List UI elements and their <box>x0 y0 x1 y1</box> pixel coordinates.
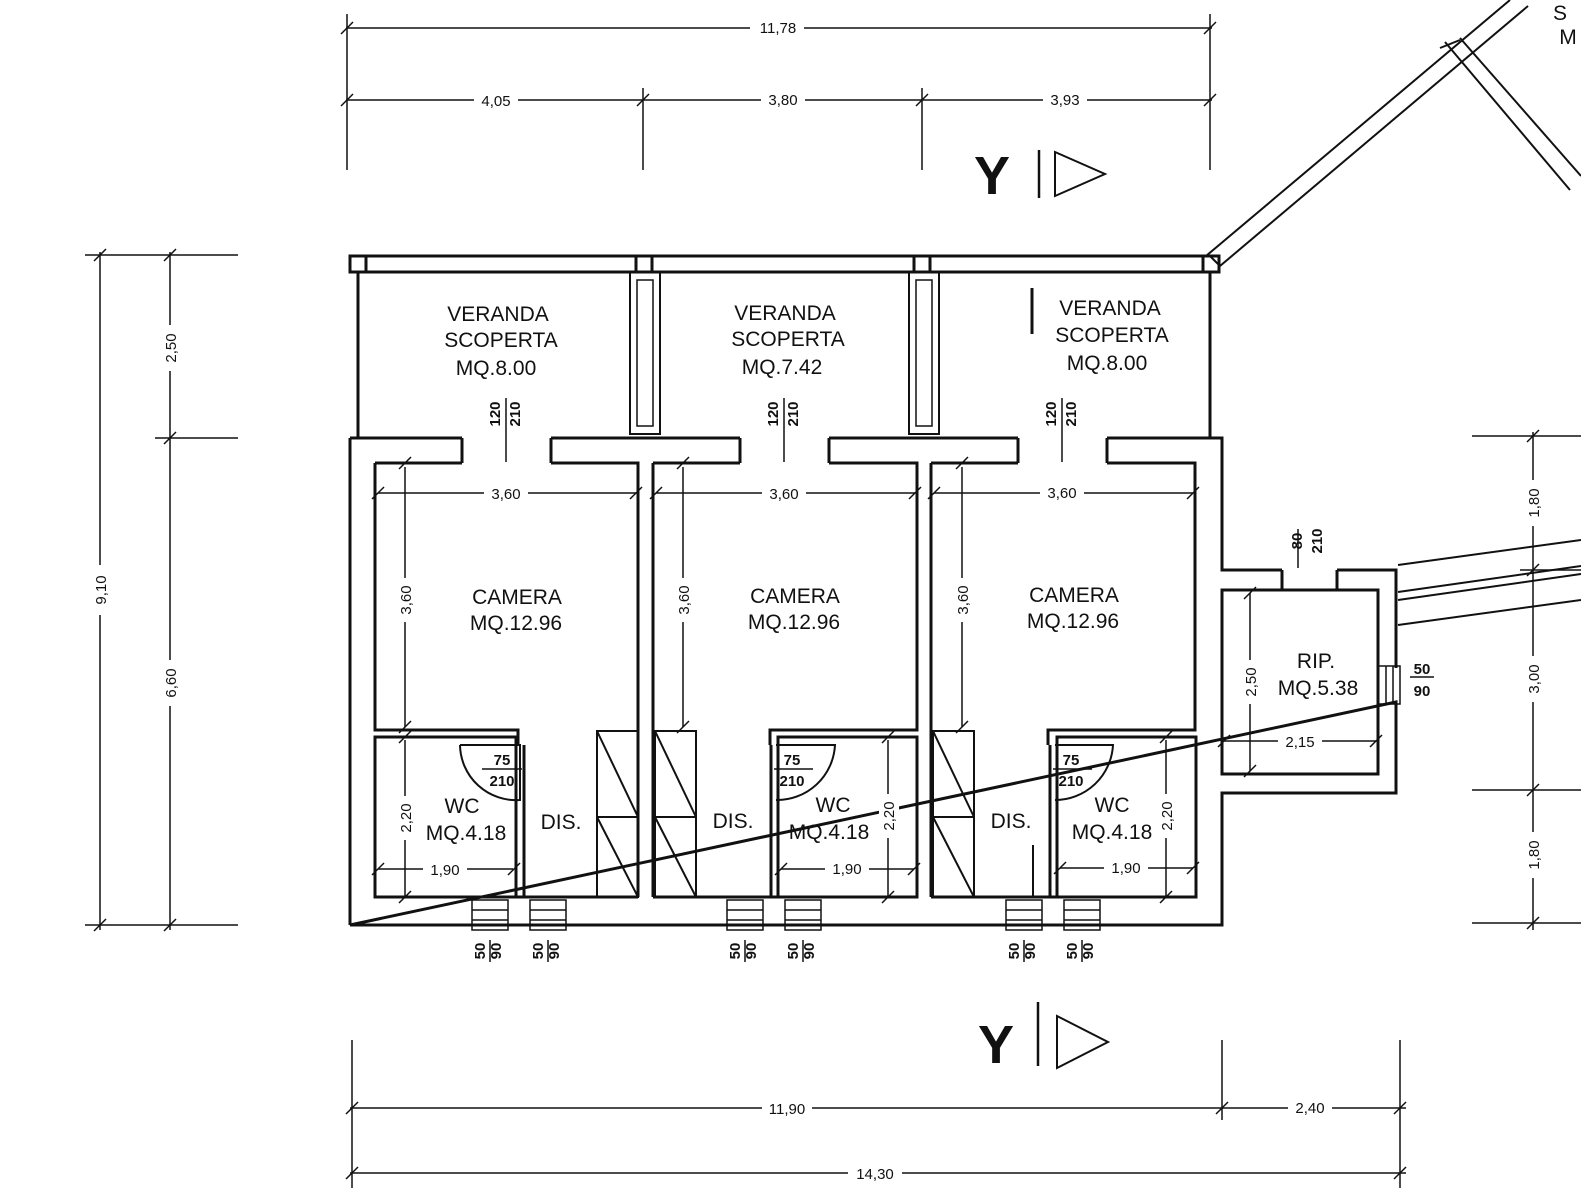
veranda1-name2: SCOPERTA <box>444 329 558 352</box>
dim-left-total: 9,10 <box>93 575 110 604</box>
window4-width: 50 <box>785 943 802 960</box>
dim-right-b: 3,00 <box>1526 664 1543 693</box>
camera1-area: MQ.12.96 <box>470 612 562 635</box>
dim-top-b: 3,80 <box>768 92 797 109</box>
window1-width: 50 <box>472 943 489 960</box>
dim-top-c: 3,93 <box>1050 92 1079 109</box>
door-swings <box>459 744 1115 802</box>
wc3-name: WC <box>1095 794 1130 817</box>
window6-width: 50 <box>1064 943 1081 960</box>
wc1-area: MQ.4.18 <box>426 822 507 845</box>
dim-bottom-ext: 2,40 <box>1295 1100 1324 1117</box>
dis3-name: DIS. <box>991 810 1032 833</box>
corner-text-1: S <box>1553 2 1567 25</box>
section-marker-top <box>1037 150 1108 198</box>
wc2-door-width: 75 <box>784 752 801 769</box>
wc1-door-width: 75 <box>494 752 511 769</box>
dim-camera3-height: 3,60 <box>955 585 972 614</box>
veranda-door1-height: 210 <box>507 401 524 426</box>
dim-rip-height: 2,50 <box>1243 667 1260 696</box>
veranda1-area: MQ.8.00 <box>456 357 537 380</box>
dim-camera3-width: 3,60 <box>1047 485 1076 502</box>
dim-right-a: 1,80 <box>1526 488 1543 517</box>
veranda1-name: VERANDA <box>447 303 549 326</box>
corner-text-2: M <box>1559 26 1577 49</box>
veranda-door2-width: 120 <box>765 401 782 426</box>
dim-wc1-height: 2,20 <box>398 803 415 832</box>
opening-labels: 120 210 120 210 120 210 80 210 50 90 75 … <box>472 401 1430 959</box>
room-labels: Y Y VERANDA SCOPERTA MQ.8.00 VERANDA SCO… <box>426 2 1577 1075</box>
veranda-door3-width: 120 <box>1043 401 1060 426</box>
annex-lines <box>1205 0 1581 626</box>
veranda-door2-height: 210 <box>785 401 802 426</box>
dim-camera1-height: 3,60 <box>398 585 415 614</box>
window2-height: 90 <box>546 943 563 960</box>
wc2-door-height: 210 <box>779 773 804 790</box>
dim-wc2-height: 2,20 <box>881 801 898 830</box>
dim-left-upper: 2,50 <box>163 333 180 362</box>
wc1-door-height: 210 <box>489 773 514 790</box>
rip-name: RIP. <box>1297 650 1335 673</box>
dim-wc3-width: 1,90 <box>1111 860 1140 877</box>
camera2-name: CAMERA <box>750 585 840 608</box>
rip-window-height: 90 <box>1414 683 1431 700</box>
window1-height: 90 <box>488 943 505 960</box>
camera3-area: MQ.12.96 <box>1027 610 1119 633</box>
section-label-top: Y <box>974 146 1010 206</box>
rip-door-height: 210 <box>1309 528 1326 553</box>
rip-door-width: 80 <box>1289 533 1306 550</box>
wardrobes <box>596 730 1034 898</box>
dimension-ticks <box>93 21 1540 1180</box>
dim-bottom-main: 11,90 <box>769 1101 805 1118</box>
window6-height: 90 <box>1080 943 1097 960</box>
dim-wc3-height: 2,20 <box>1159 801 1176 830</box>
window2-width: 50 <box>530 943 547 960</box>
dim-bottom-total: 14,30 <box>856 1166 894 1183</box>
dim-left-lower: 6,60 <box>163 668 180 697</box>
camera3-name: CAMERA <box>1029 584 1119 607</box>
dis1-name: DIS. <box>541 811 582 834</box>
wc3-door-width: 75 <box>1063 752 1080 769</box>
wc3-door-height: 210 <box>1058 773 1083 790</box>
wc2-name: WC <box>816 794 851 817</box>
window5-height: 90 <box>1022 943 1039 960</box>
dim-camera2-height: 3,60 <box>676 585 693 614</box>
window5-width: 50 <box>1006 943 1023 960</box>
veranda2-name2: SCOPERTA <box>731 328 845 351</box>
dim-wc1-width: 1,90 <box>430 862 459 879</box>
veranda-door3-height: 210 <box>1063 401 1080 426</box>
section-label-bottom: Y <box>978 1015 1014 1075</box>
wc2-area: MQ.4.18 <box>789 821 870 844</box>
wc1-name: WC <box>445 795 480 818</box>
window4-height: 90 <box>801 943 818 960</box>
dis2-name: DIS. <box>713 810 754 833</box>
windows <box>471 665 1401 931</box>
dim-top-a: 4,05 <box>481 93 510 110</box>
dim-rip-width: 2,15 <box>1285 734 1314 751</box>
dim-camera1-width: 3,60 <box>491 486 520 503</box>
rip-window-width: 50 <box>1414 661 1431 678</box>
veranda-door1-width: 120 <box>487 401 504 426</box>
dimension-values: 11,78 4,05 3,80 3,93 9,10 2,50 6,60 1,80… <box>90 18 1543 1183</box>
window3-width: 50 <box>727 943 744 960</box>
veranda3-area: MQ.8.00 <box>1067 352 1148 375</box>
dim-right-c: 1,80 <box>1526 840 1543 869</box>
dim-top-total: 11,78 <box>760 20 796 37</box>
rip-area: MQ.5.38 <box>1278 677 1359 700</box>
wc3-area: MQ.4.18 <box>1072 821 1153 844</box>
dim-wc2-width: 1,90 <box>832 861 861 878</box>
veranda3-name2: SCOPERTA <box>1055 324 1169 347</box>
section-marker-bottom <box>1036 1002 1111 1070</box>
dim-camera2-width: 3,60 <box>769 486 798 503</box>
veranda2-area: MQ.7.42 <box>742 356 823 379</box>
camera1-name: CAMERA <box>472 586 562 609</box>
camera2-area: MQ.12.96 <box>748 611 840 634</box>
window3-height: 90 <box>743 943 760 960</box>
veranda2-name: VERANDA <box>734 302 836 325</box>
veranda3-name: VERANDA <box>1059 297 1161 320</box>
